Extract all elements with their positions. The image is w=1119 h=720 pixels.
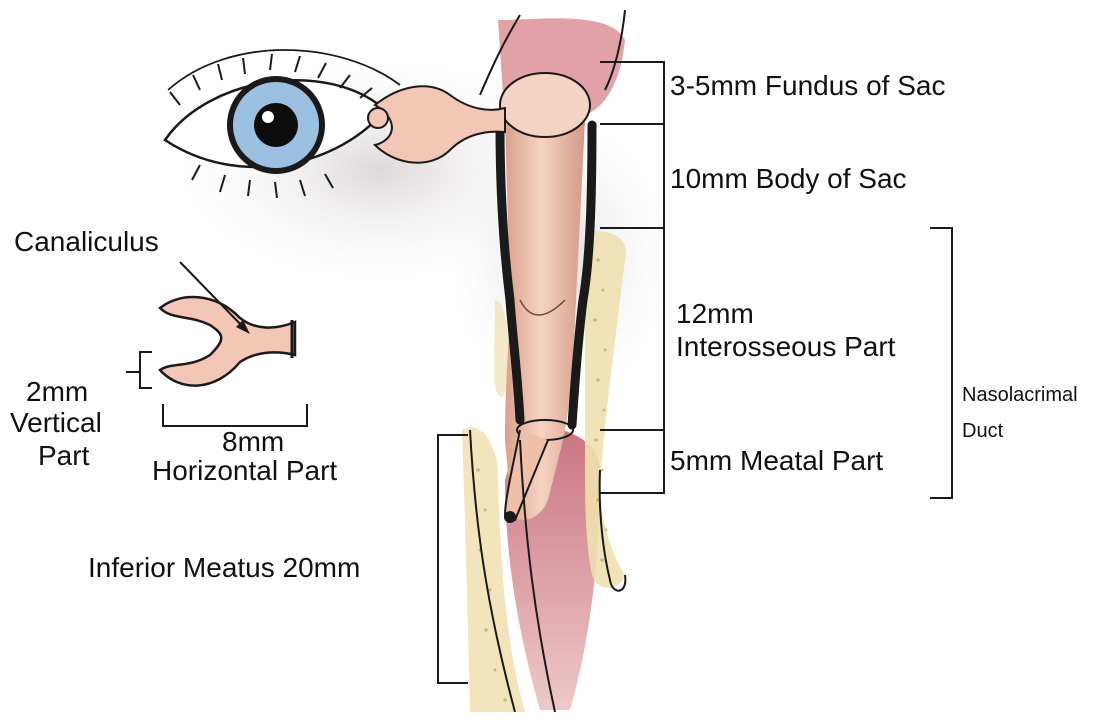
label-nasolacrimal: Nasolacrimal (962, 384, 1078, 406)
label-duct: Duct (962, 420, 1003, 442)
vertical-part-bracket (126, 352, 152, 388)
label-canaliculus: Canaliculus (14, 226, 159, 257)
label-horizontal-part: Horizontal Part (152, 455, 337, 486)
label-vertical-part: Part (38, 440, 89, 471)
label-vertical: Vertical (10, 407, 102, 438)
label-interosseous-part: Interosseous Part (676, 331, 895, 362)
label-vertical-mm: 2mm (26, 376, 88, 407)
label-horizontal-mm: 8mm (222, 426, 284, 457)
horizontal-part-bracket (163, 404, 307, 426)
label-body-of-sac: 10mm Body of Sac (670, 163, 907, 194)
label-interosseous-mm: 12mm (676, 298, 754, 329)
label-meatal-part: 5mm Meatal Part (670, 445, 883, 476)
label-inferior-meatus: Inferior Meatus 20mm (88, 552, 360, 583)
label-fundus-of-sac: 3-5mm Fundus of Sac (670, 70, 945, 101)
